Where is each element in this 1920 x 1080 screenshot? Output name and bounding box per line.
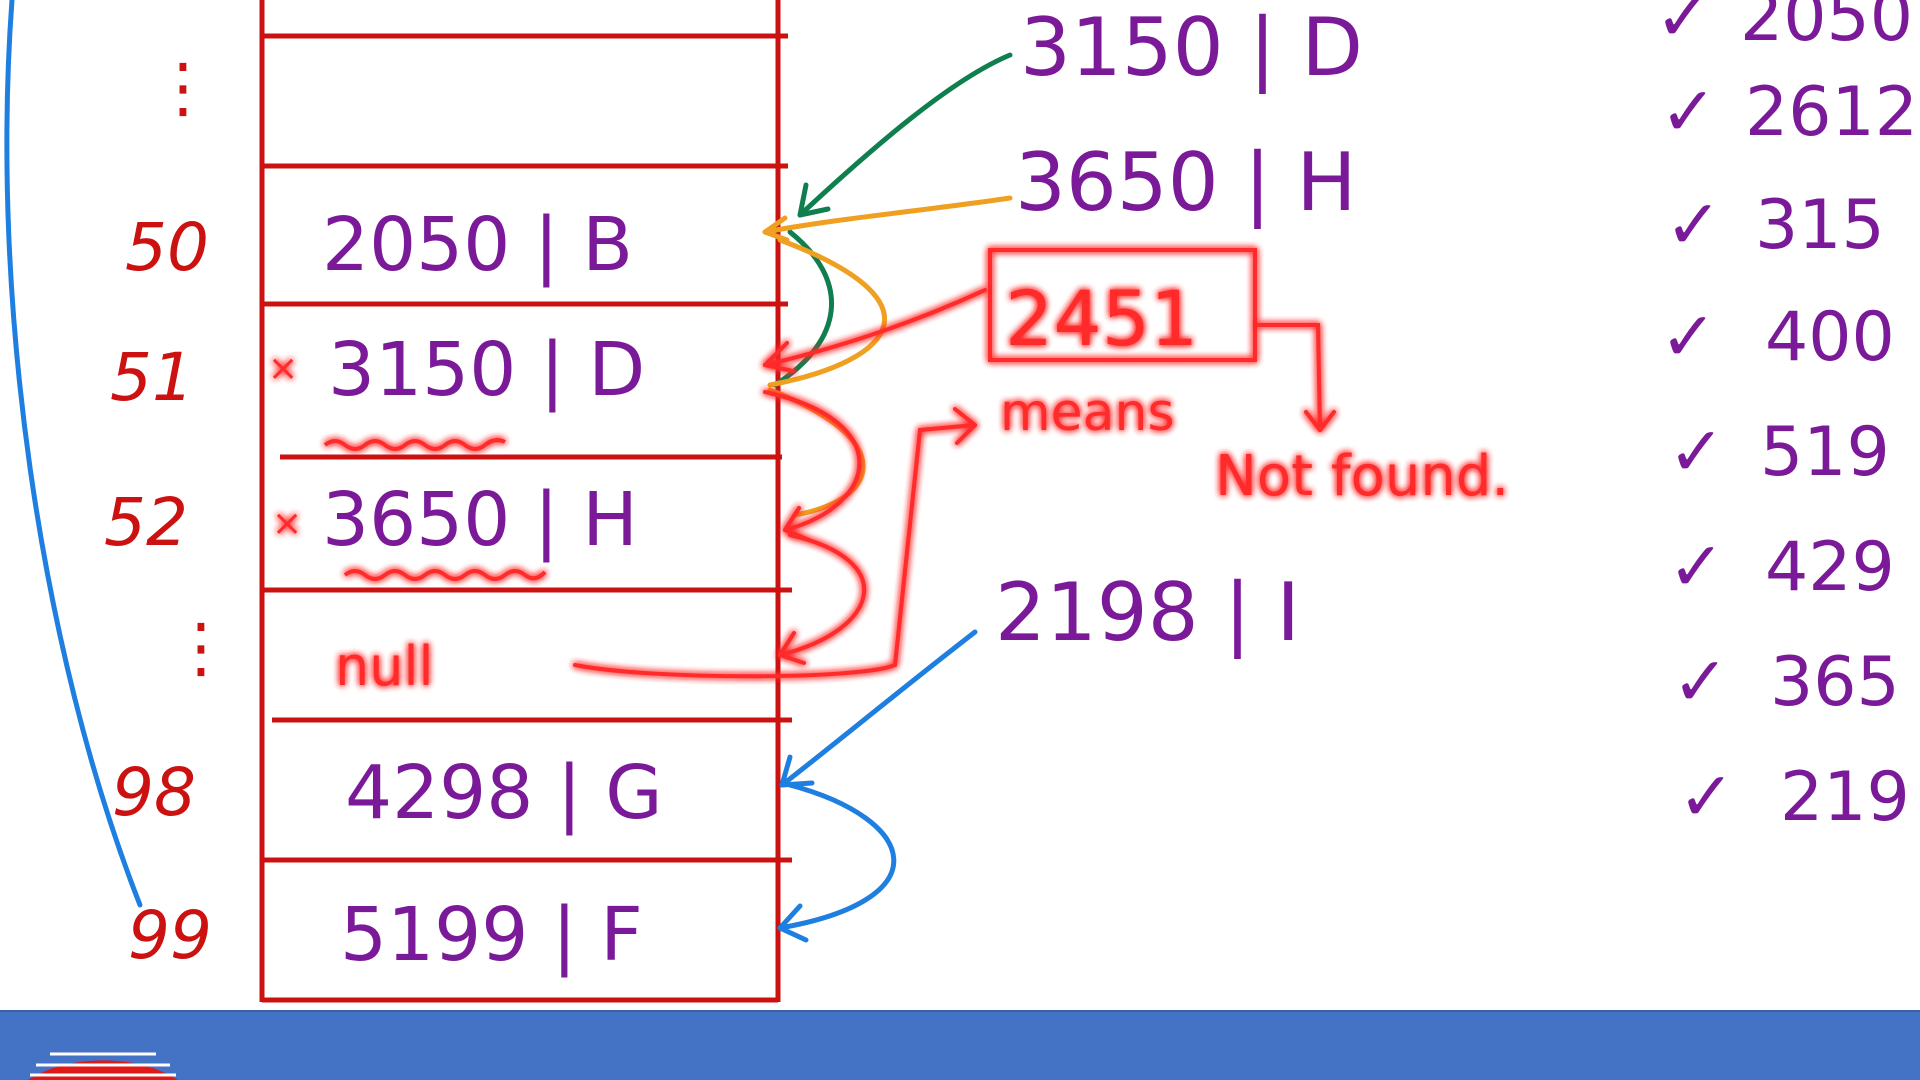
checklist-item-1: 2050 xyxy=(1740,0,1913,57)
checklist-item-7: 365 xyxy=(1770,643,1900,722)
insert-item-2: 3650 | H xyxy=(1015,136,1357,230)
checklist-item-3: 315 xyxy=(1755,186,1885,265)
footer-divider xyxy=(0,1010,1920,1013)
cell-value-98: 4298 | G xyxy=(345,750,663,836)
checklist-item-8: 219 xyxy=(1780,758,1910,837)
cross-mark-52: × xyxy=(272,503,302,544)
checklist-check-8: ✓ xyxy=(1678,758,1735,837)
checklist: ✓ 2050 ✓ 2612 ✓ 315 ✓ 400 ✓ 519 ✓ 429 ✓ … xyxy=(1655,0,1918,837)
checklist-check-3: ✓ xyxy=(1665,186,1722,265)
orange-probe-arrow xyxy=(762,195,1013,518)
search-key-box xyxy=(988,248,1257,362)
cell-value-99: 5199 | F xyxy=(340,892,643,978)
green-probe-arrow xyxy=(772,52,1013,388)
hash-table xyxy=(259,0,792,1003)
index-50: 50 xyxy=(125,209,209,286)
search-key: 2451 xyxy=(1005,274,1198,363)
index-51: 51 xyxy=(110,339,194,416)
checklist-check-4: ✓ xyxy=(1660,298,1717,377)
insert-item-3: 2198 | I xyxy=(995,566,1300,660)
checklist-check-1: ✓ xyxy=(1655,0,1712,57)
insert-item-1: 3150 | D xyxy=(1020,1,1363,95)
means-label: means xyxy=(1000,383,1175,443)
index-ellipsis-mid: ⋮ xyxy=(168,609,234,686)
cell-value-51: 3150 | D xyxy=(328,327,645,413)
checklist-item-6: 429 xyxy=(1765,528,1895,607)
null-cell: null xyxy=(335,635,433,698)
checklist-check-6: ✓ xyxy=(1668,528,1725,607)
checklist-item-2: 2612 xyxy=(1745,73,1918,152)
blue-probe-arrow xyxy=(777,629,978,943)
checklist-item-4: 400 xyxy=(1765,298,1895,377)
checklist-item-5: 519 xyxy=(1760,413,1890,492)
index-98: 98 xyxy=(112,754,196,831)
search-probe-arrows xyxy=(573,288,1336,679)
checklist-check-7: ✓ xyxy=(1672,643,1729,722)
index-99: 99 xyxy=(128,897,212,974)
cross-mark-51: × xyxy=(268,348,298,389)
wraparound-arc xyxy=(4,0,143,908)
checklist-check-2: ✓ xyxy=(1660,73,1717,152)
not-found-label: Not found. xyxy=(1215,444,1509,509)
squiggle-underlines xyxy=(323,438,547,581)
footer-bar xyxy=(0,1012,1920,1080)
index-labels: ⋮ 50 51 52 ⋮ 98 99 xyxy=(104,49,234,974)
index-ellipsis-top: ⋮ xyxy=(150,49,216,126)
cell-value-52: 3650 | H xyxy=(322,477,638,563)
index-52: 52 xyxy=(104,484,188,561)
cell-values: 2050 | B 3150 | D 3650 | H 4298 | G 5199… xyxy=(322,202,663,978)
checklist-check-5: ✓ xyxy=(1668,413,1725,492)
cell-value-50: 2050 | B xyxy=(322,202,633,288)
